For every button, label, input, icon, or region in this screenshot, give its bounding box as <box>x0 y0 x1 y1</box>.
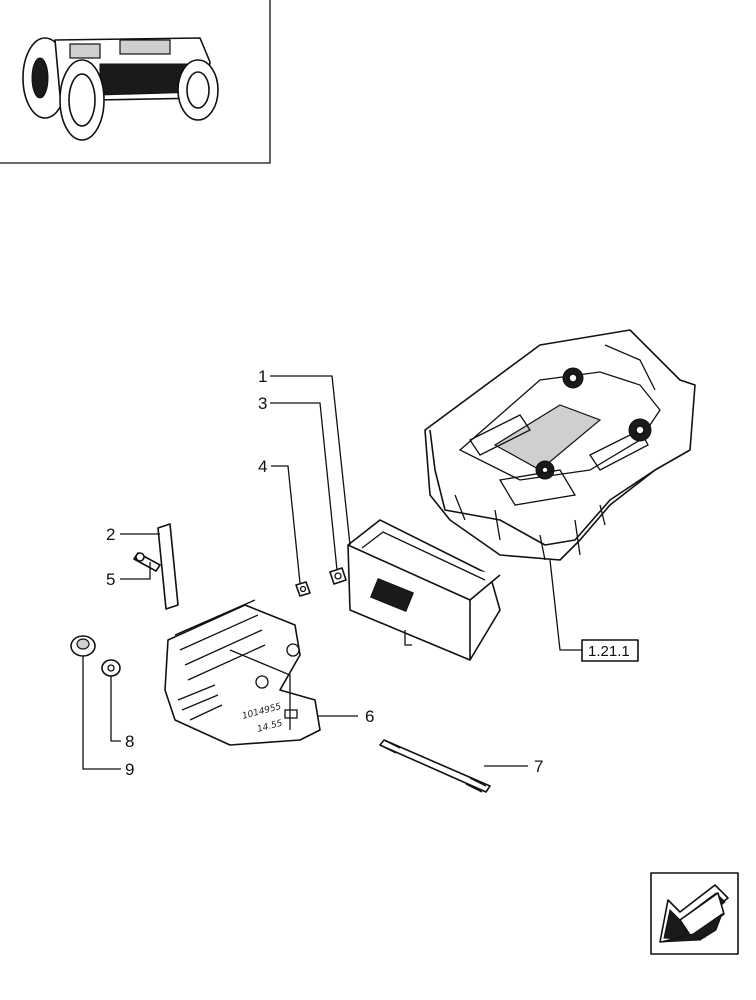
callout-7: 7 <box>534 757 543 776</box>
callout-3: 3 <box>258 394 267 413</box>
callout-2: 2 <box>106 525 115 544</box>
callout-1: 1 <box>258 367 267 386</box>
callout-9: 9 <box>125 760 134 779</box>
clip-5 <box>133 552 161 572</box>
reference-label: 1.21.1 <box>588 643 630 660</box>
ballast-weights: 1014955 14.55 <box>164 599 321 746</box>
arrow-down-left-icon <box>659 884 729 943</box>
nut-4 <box>295 581 311 597</box>
washer-8 <box>101 659 121 677</box>
stud-7 <box>379 739 491 793</box>
callout-4: 4 <box>258 457 267 476</box>
nut-3 <box>329 567 347 585</box>
navigation-arrow-button[interactable] <box>650 872 739 955</box>
tractor-front-icon <box>22 37 219 141</box>
callout-5: 5 <box>106 570 115 589</box>
thumbnail-panel <box>0 0 271 164</box>
callout-8: 8 <box>125 732 134 751</box>
callout-6: 6 <box>365 707 374 726</box>
reference-link[interactable]: 1.21.1 <box>581 639 639 662</box>
bushing-9 <box>70 635 96 657</box>
leader-lines <box>82 375 582 770</box>
front-support-housing <box>424 329 696 561</box>
weight-carrier <box>347 519 501 661</box>
pin-2 <box>157 523 179 610</box>
